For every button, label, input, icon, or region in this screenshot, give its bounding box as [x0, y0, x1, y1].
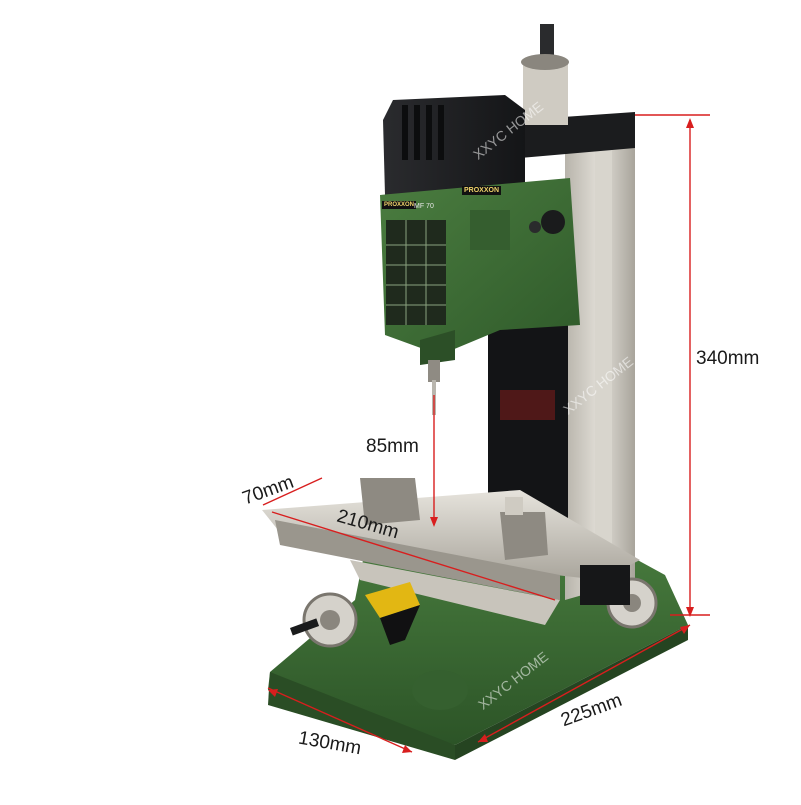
green-head-housing	[380, 178, 580, 365]
dimension-spindle-label: 85mm	[366, 436, 419, 457]
vise	[360, 478, 548, 560]
side-handwheel	[580, 565, 658, 629]
front-handwheel	[290, 592, 358, 648]
table-lock-lever	[365, 582, 420, 645]
dimension-arrowheads	[268, 118, 694, 753]
brand-badge-small: PROXXON	[382, 201, 417, 209]
motor-head	[383, 95, 525, 195]
brand-badge: PROXXON	[462, 186, 502, 195]
model-label: MF 70	[414, 203, 434, 210]
dimension-height-label: 340mm	[696, 348, 760, 369]
column-top-cap	[520, 24, 635, 158]
